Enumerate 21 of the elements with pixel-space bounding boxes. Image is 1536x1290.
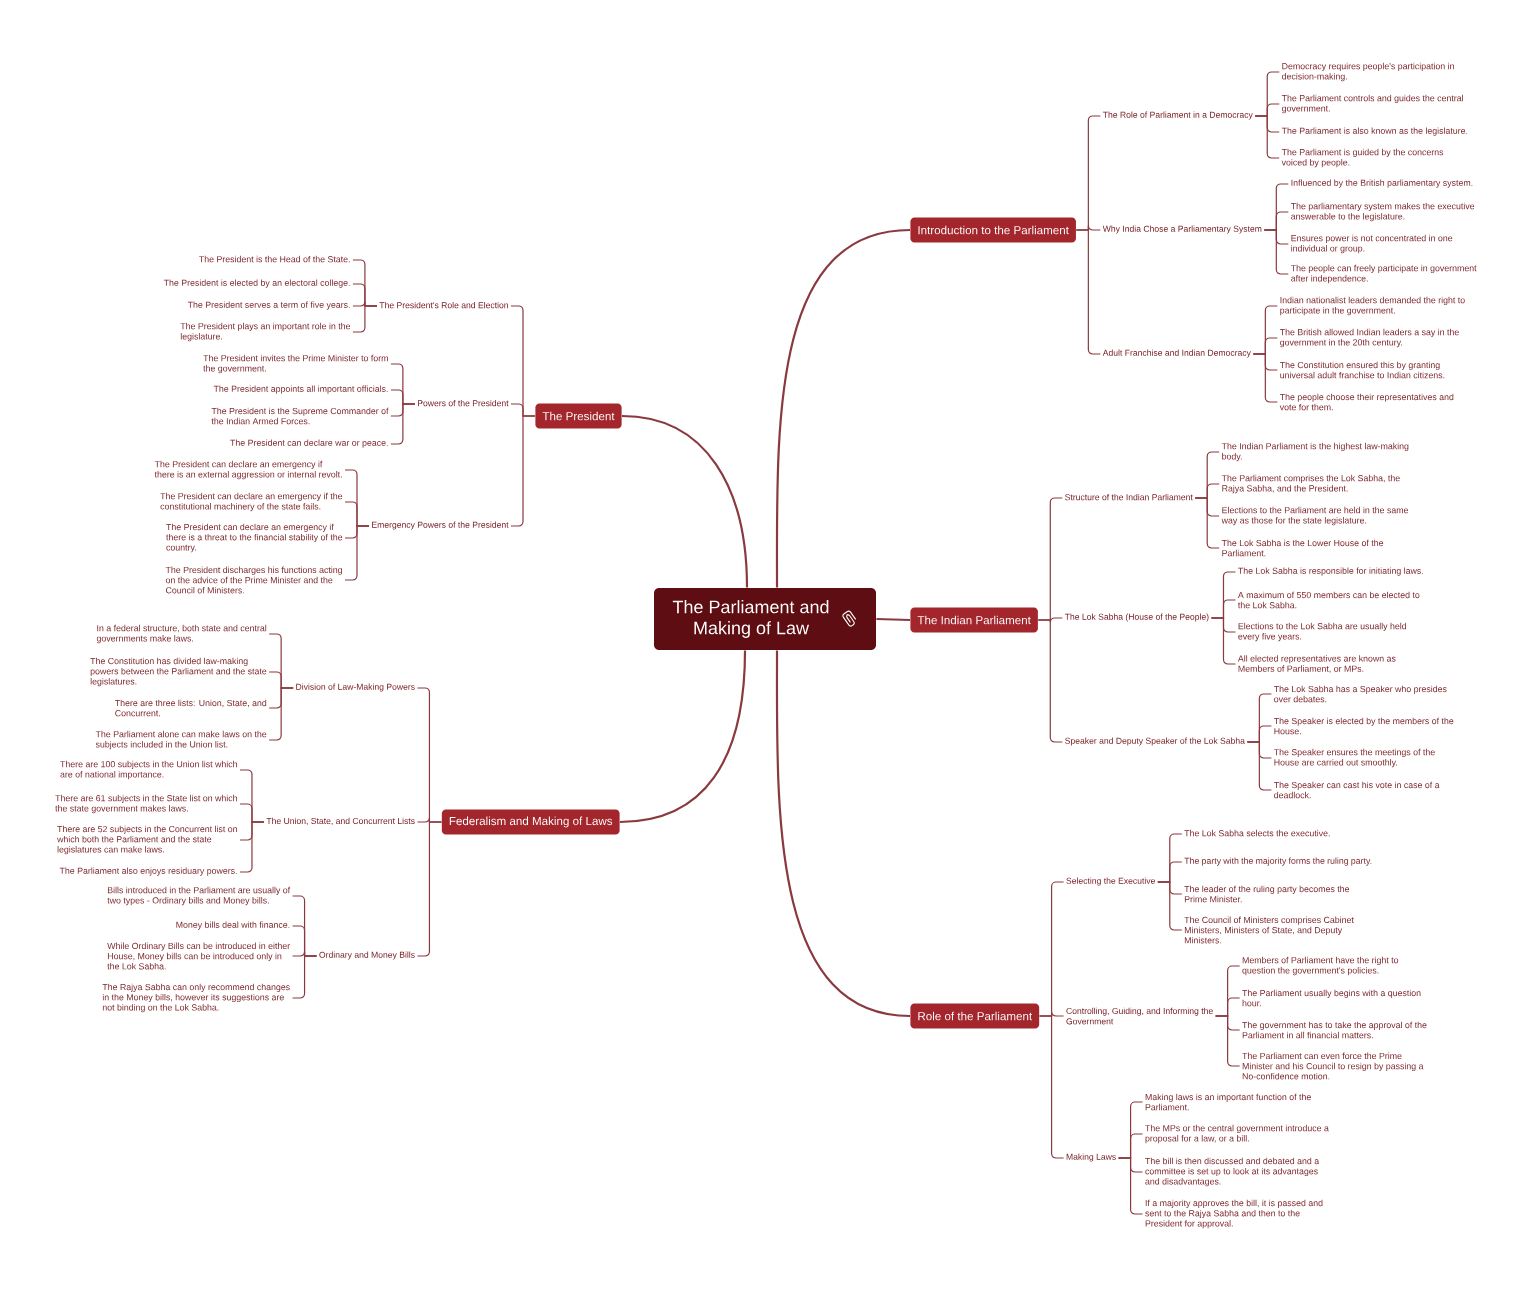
branch-line bbox=[619, 650, 747, 824]
branch-line bbox=[621, 414, 749, 588]
branch-line bbox=[268, 687, 294, 741]
central-topic-box: The Parliament and Making of Law bbox=[654, 588, 876, 650]
branch-line bbox=[1215, 1015, 1241, 1067]
branch-line bbox=[344, 525, 370, 581]
branch-line bbox=[352, 305, 378, 333]
branch-line bbox=[1157, 881, 1183, 931]
branch-line bbox=[239, 821, 265, 873]
branch-line bbox=[1194, 497, 1220, 549]
branch-line bbox=[291, 955, 318, 999]
branch-line bbox=[876, 617, 911, 622]
branch-line bbox=[1210, 617, 1237, 665]
branch-line bbox=[1252, 353, 1278, 403]
branch-line bbox=[1118, 1157, 1144, 1215]
branch-line bbox=[775, 228, 911, 588]
branch-line bbox=[1263, 229, 1289, 275]
branch-line bbox=[1246, 741, 1272, 791]
branch-line bbox=[1254, 115, 1280, 159]
branch-line bbox=[775, 650, 911, 1018]
branch-line bbox=[390, 403, 416, 445]
